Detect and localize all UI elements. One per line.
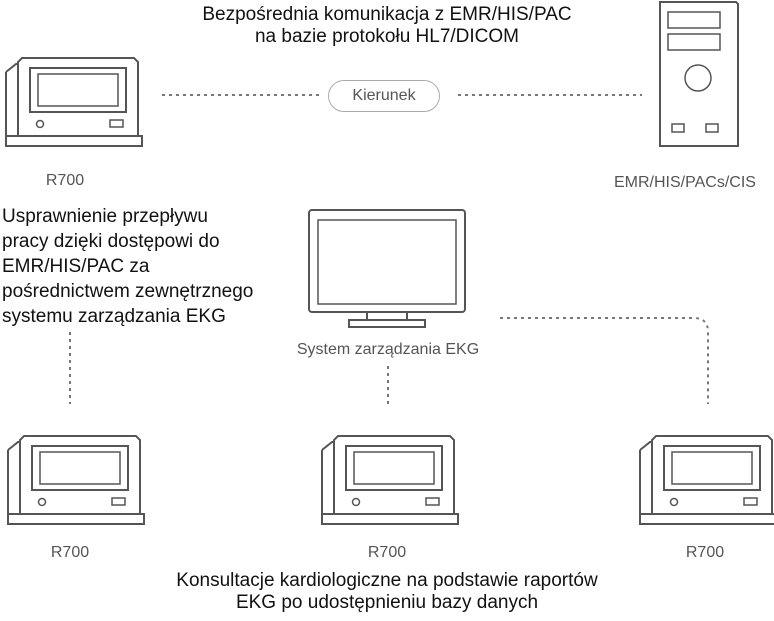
header-text: Bezpośrednia komunikacja z EMR/HIS/PAC n… bbox=[94, 4, 680, 48]
footer-text: Konsultacje kardiologiczne na podstawie … bbox=[80, 570, 694, 614]
label-bottom-left: R700 bbox=[50, 544, 90, 561]
r700-device-bottom-right bbox=[639, 435, 774, 525]
link-bottom-right bbox=[500, 317, 709, 404]
label-bottom-middle: R700 bbox=[367, 544, 407, 561]
header-line-1: Bezpośrednia komunikacja z EMR/HIS/PAC bbox=[202, 4, 572, 25]
workflow-line-3: EMR/HIS/PAC za bbox=[2, 256, 150, 277]
workflow-line-5: systemu zarządzania EKG bbox=[2, 306, 226, 327]
label-server: EMR/HIS/PACs/CIS bbox=[614, 174, 756, 191]
label-top-left: R700 bbox=[45, 172, 85, 189]
workflow-line-2: pracy dzięki dostępowi do bbox=[2, 231, 220, 252]
header-line-2: na bazie protokołu HL7/DICOM bbox=[254, 26, 519, 47]
footer-line-1: Konsultacje kardiologiczne na podstawie … bbox=[176, 570, 598, 591]
workflow-text: Usprawnienie przepływu pracy dzięki dost… bbox=[2, 204, 253, 329]
label-bottom-right: R700 bbox=[685, 544, 725, 561]
connection-label: Kierunek bbox=[328, 80, 440, 112]
r700-device-bottom-middle bbox=[321, 435, 459, 525]
workflow-line-4: pośrednictwem zewnętrznego bbox=[2, 281, 254, 302]
monitor-icon bbox=[308, 209, 466, 328]
server-icon bbox=[659, 1, 739, 147]
label-monitor: System zarządzania EKG bbox=[296, 341, 480, 358]
r700-device-top-left bbox=[5, 57, 143, 147]
r700-device-bottom-left bbox=[7, 435, 145, 525]
footer-line-2: EKG po udostępnieniu bazy danych bbox=[235, 592, 539, 613]
workflow-line-1: Usprawnienie przepływu bbox=[2, 206, 208, 227]
